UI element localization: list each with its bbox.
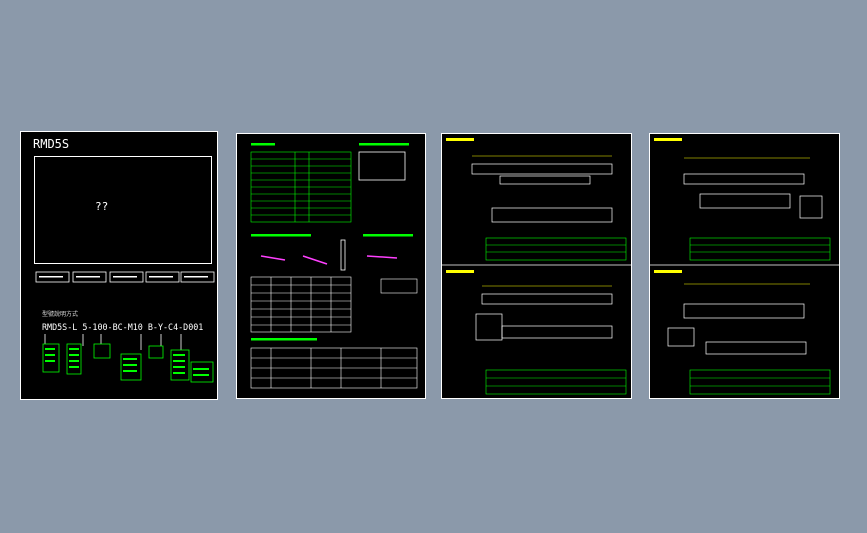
preview-placeholder: ??: [95, 200, 109, 213]
preview-frame: [34, 156, 212, 264]
sheet-dimension-drawings-b: [649, 133, 840, 399]
sheet4-drawing: [650, 138, 839, 395]
sheet-model-overview: RMD5S ?? 型號說明方式 RMD5S-L 5-100-BC-M10 B-Y…: [20, 131, 218, 400]
sheet2-drawing: [250, 143, 418, 389]
model-code-caption: 型號說明方式: [42, 311, 79, 318]
model-part-code: RMD5S-L 5-100-BC-M10 B-Y-C4-D001: [42, 322, 204, 332]
sheet-dimension-drawings-a: [441, 133, 632, 399]
sheet-title: RMD5S: [33, 137, 70, 151]
sheet1-drawing: [35, 271, 215, 383]
sheet-spec-tables: [236, 133, 426, 399]
sheet3-drawing: [442, 138, 631, 395]
